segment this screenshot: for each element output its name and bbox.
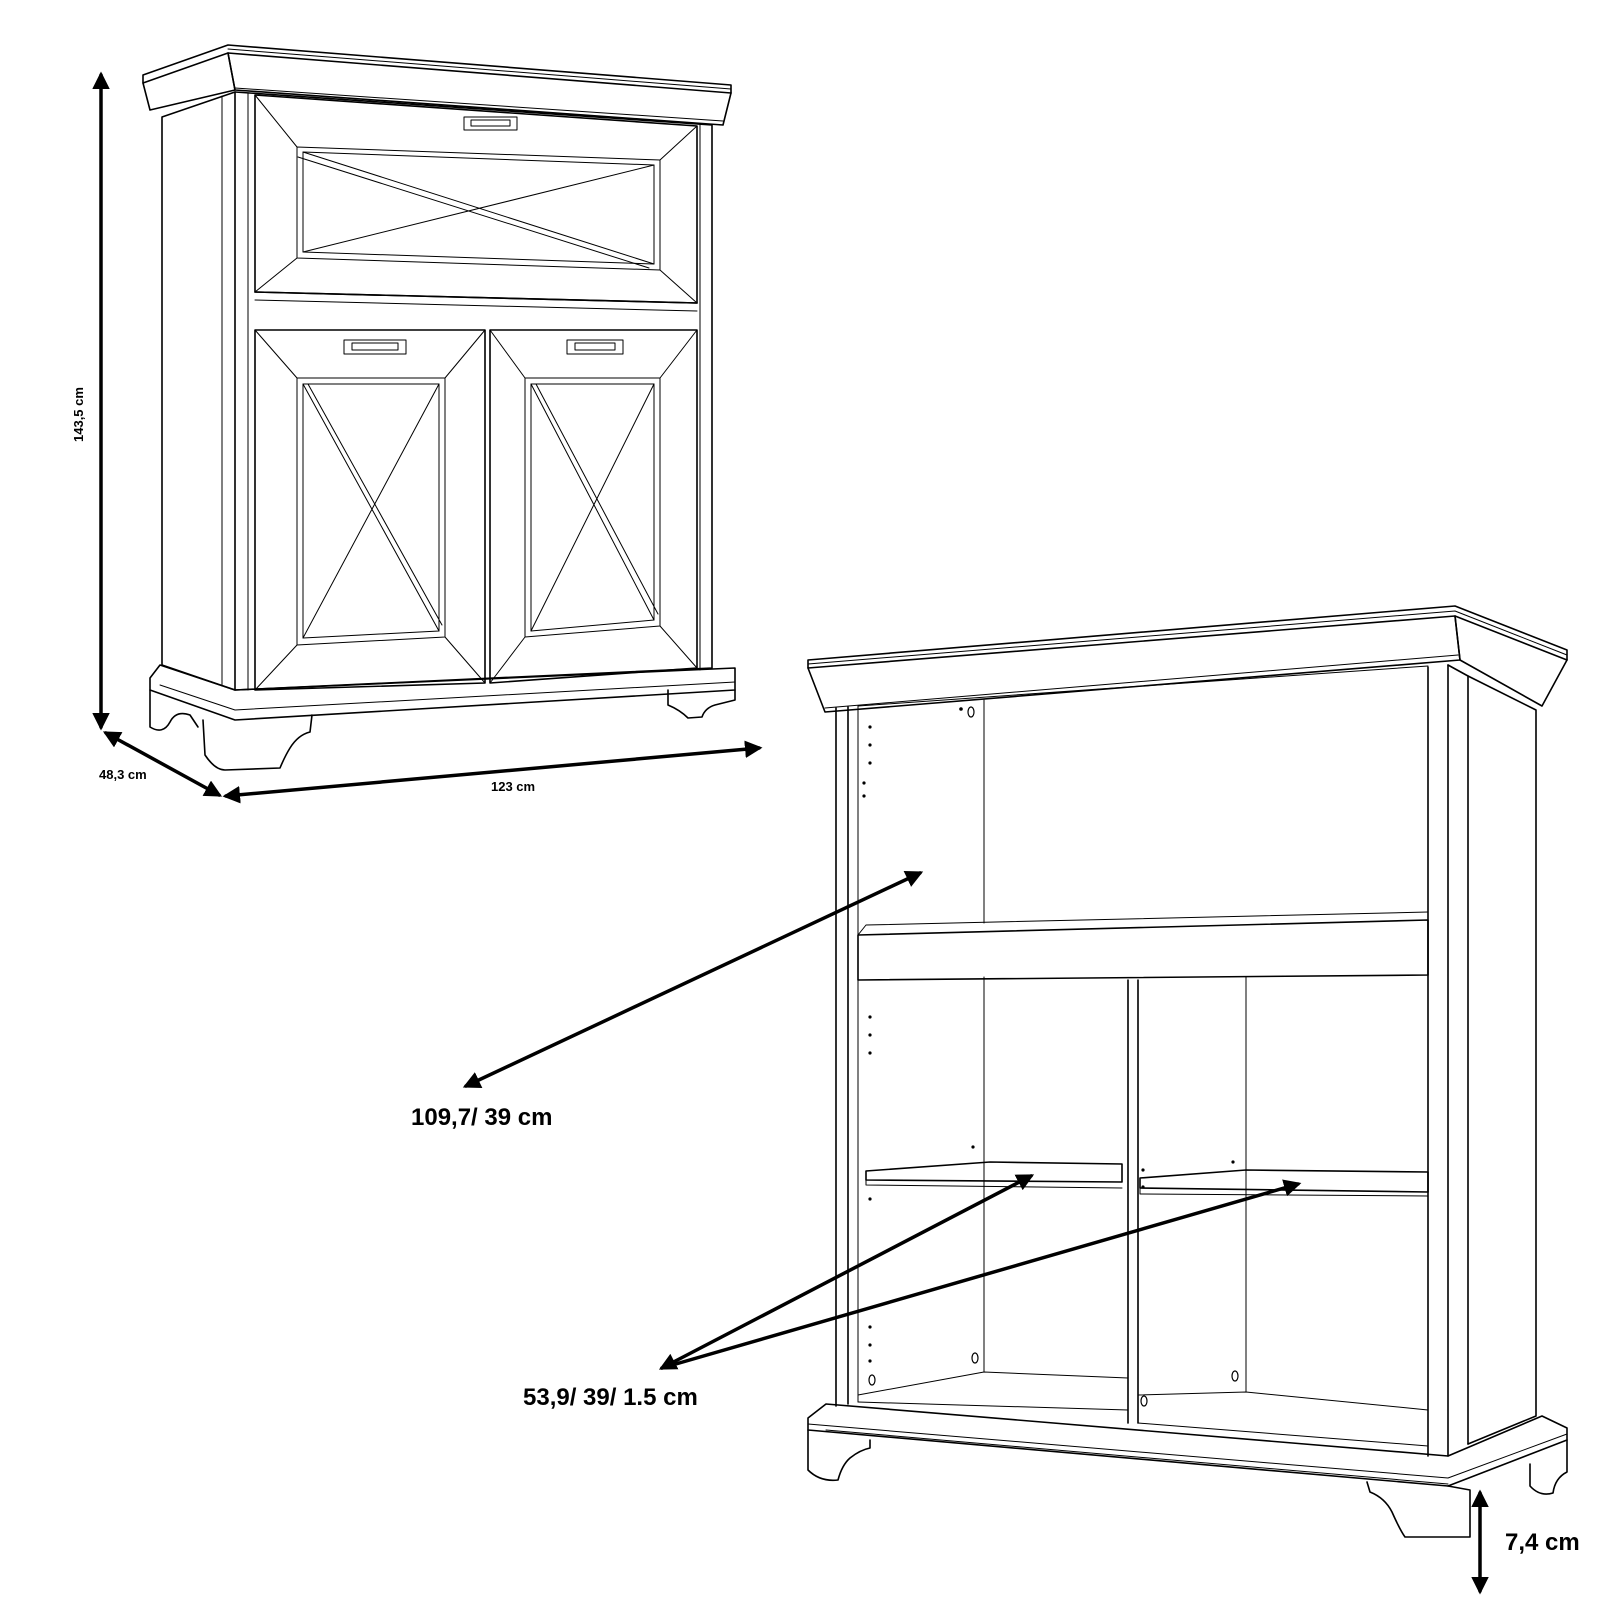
open-cabinet-top-shelf [857,911,1429,981]
closed-cabinet-crown [142,44,732,126]
open-cabinet-left-small-shelf [865,1161,1123,1189]
closed-cabinet-left-door [254,329,486,691]
small-shelves-dimension: 53,9/ 39/ 1.5 cm [523,1174,1302,1411]
width-dimension: 123 cm [222,740,763,804]
small-shelves-label: 53,9/ 39/ 1.5 cm [523,1384,698,1411]
height-label: 143,5 cm [71,387,86,442]
open-cabinet-back [857,665,1429,1393]
closed-cabinet-flap-door [254,94,698,312]
closed-cabinet-right-door [489,329,698,684]
top-shelf-label: 109,7/ 39 cm [411,1104,552,1131]
open-cabinet-left-side [835,705,859,1407]
open-cabinet-right-side [1427,664,1537,1457]
open-cabinet-right-small-shelf [1139,1169,1429,1197]
depth-label: 48,3 cm [99,767,147,782]
open-cabinet-drawing [807,605,1568,1538]
plinth-height-label: 7,4 cm [1505,1529,1580,1556]
closed-cabinet-side [161,91,236,691]
closed-cabinet-plinth [149,664,736,771]
open-cabinet-divider [1127,979,1139,1424]
depth-dimension: 48,3 cm [99,731,223,797]
width-label: 123 cm [491,779,535,794]
plinth-height-dimension: 7,4 cm [1471,1489,1580,1595]
open-cabinet-plinth [807,1403,1568,1538]
height-dimension: 143,5 cm [71,71,110,731]
top-shelf-dimension: 109,7/ 39 cm [411,871,924,1131]
shelf-pin-holes [862,706,1239,1407]
open-cabinet-bottom [857,1371,1429,1447]
closed-cabinet-drawing [142,44,736,771]
open-cabinet-crown [807,605,1568,713]
